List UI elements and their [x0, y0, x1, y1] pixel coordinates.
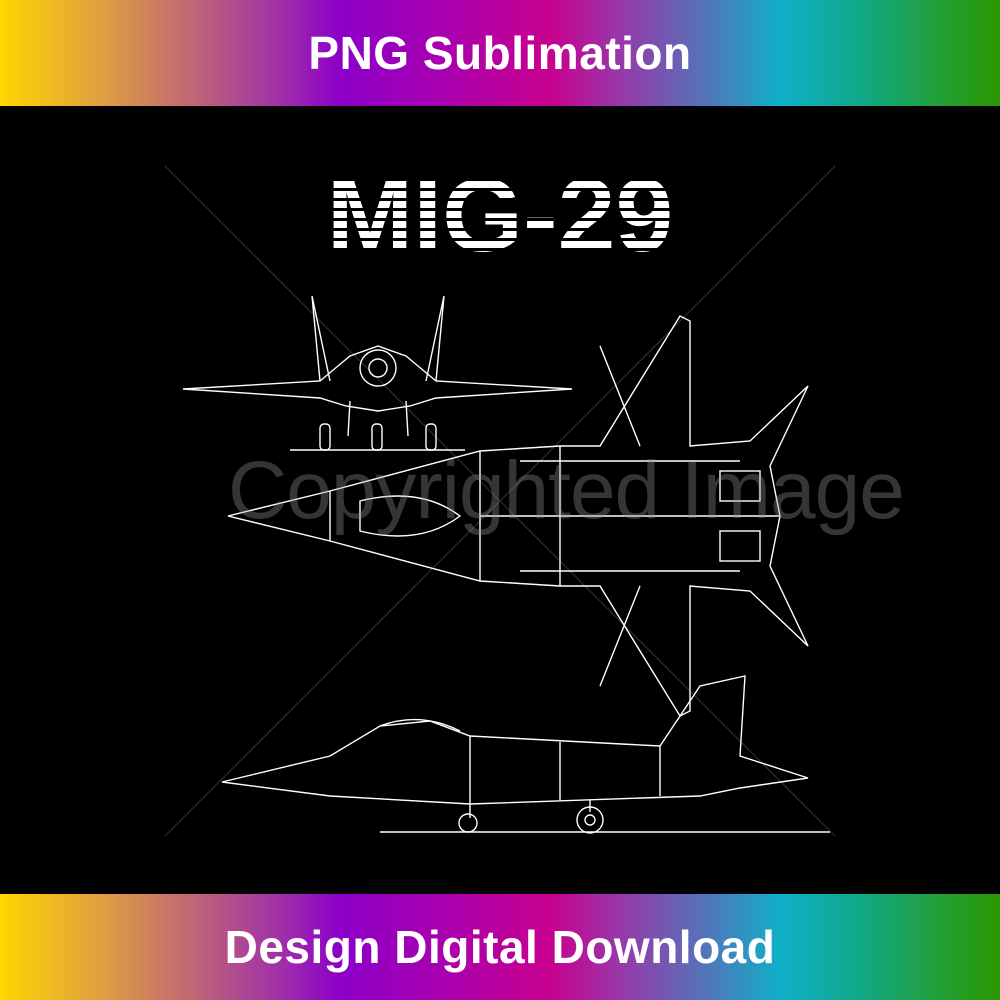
guide-lines	[164, 165, 836, 837]
top-view-drawing	[227, 315, 809, 717]
banner-subtitle: Design Digital Download	[224, 921, 776, 973]
svg-text:MIG-29: MIG-29	[327, 161, 674, 261]
front-view-drawing	[182, 295, 573, 451]
top-banner: PNG Sublimation	[0, 0, 1000, 106]
mig29-title: MIG-29	[327, 161, 674, 261]
side-view-drawing	[221, 675, 830, 834]
bottom-banner: Design Digital Download	[0, 894, 1000, 1000]
copyright-watermark: Copyrighted Image	[228, 445, 905, 536]
artwork-canvas: MIG-29 Co	[0, 106, 1000, 894]
banner-title: PNG Sublimation	[308, 27, 692, 79]
